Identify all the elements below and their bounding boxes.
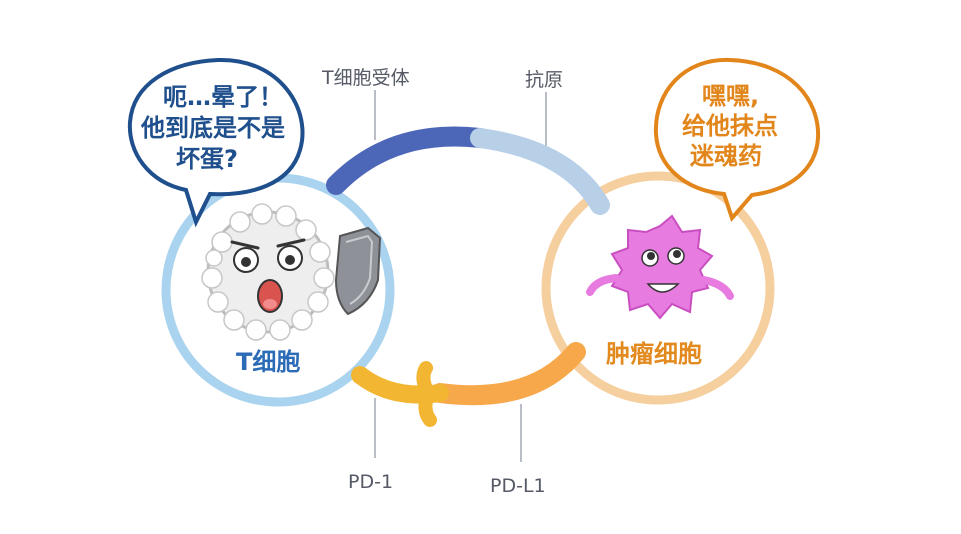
t-cell-receptor-label: T细胞受体 [321, 67, 410, 89]
antigen-label: 抗原 [525, 69, 563, 91]
pd1-label: PD-1 [348, 471, 393, 493]
tumor-cell-name: 肿瘤细胞 [606, 340, 702, 368]
t-cell-bubble-line-1: 呃…晕了！ [163, 83, 283, 111]
tumor-speech-bubble: 嘿嘿, 给他抹点 迷魂药 [653, 57, 821, 222]
t-cell-character-icon [201, 203, 335, 341]
t-cell-bubble-line-2: 他到底是不是 [140, 114, 285, 142]
pd1-receptor [351, 361, 449, 427]
t-cell-name: T细胞 [236, 348, 300, 376]
t-cell-bubble-line-3: 坏蛋? [176, 145, 238, 173]
tumor-bubble-line-1: 嘿嘿, [702, 82, 759, 110]
antigen-arc [470, 128, 610, 215]
shield-icon [334, 226, 382, 316]
tumor-bubble-line-3: 迷魂药 [690, 142, 762, 170]
t-cell-speech-bubble: 呃…晕了！ 他到底是不是 坏蛋? [127, 57, 305, 228]
pdl1-arc [430, 342, 586, 406]
tumor-bubble-line-2: 给他抹点 [682, 112, 778, 140]
t-cell-receptor-arc [326, 126, 490, 195]
tumor-cell-character-icon [586, 214, 734, 320]
pdl1-label: PD-L1 [490, 475, 546, 497]
